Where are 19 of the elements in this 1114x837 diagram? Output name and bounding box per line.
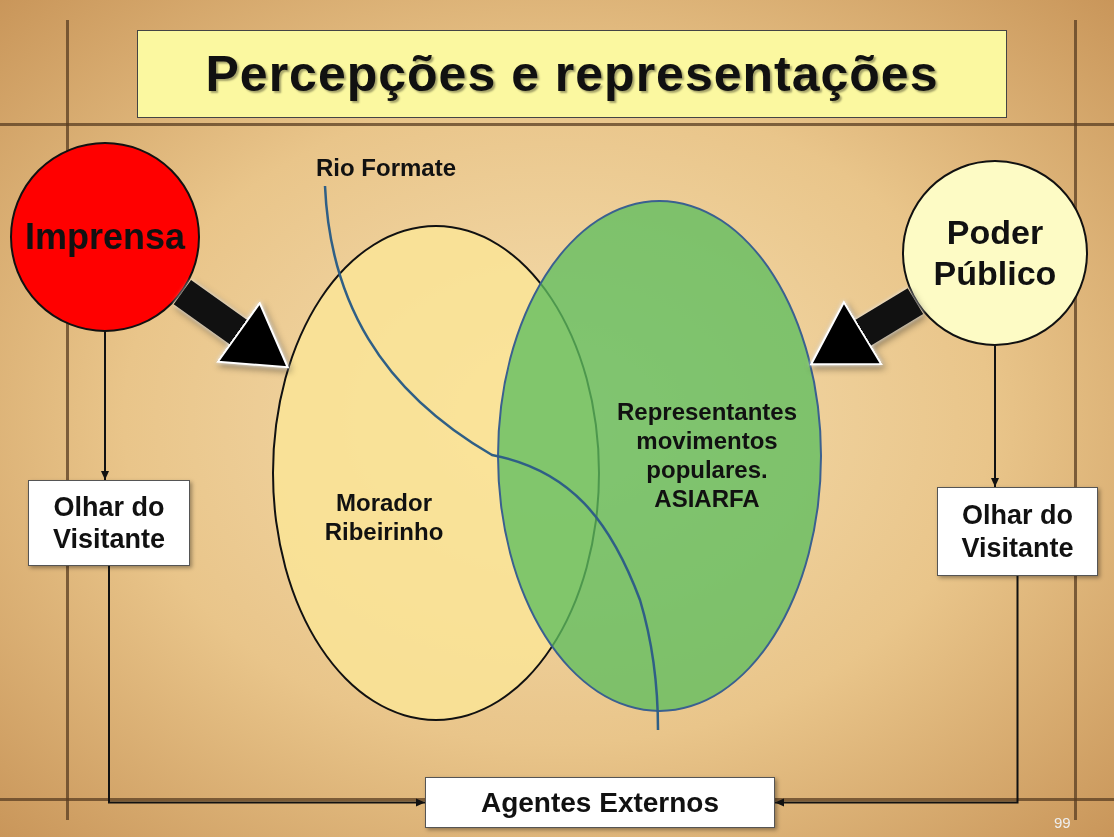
node-label: Morador Ribeirinho [323,489,445,547]
node-label: Agentes Externos [480,785,720,820]
block-arrow [810,288,924,366]
title-banner: Percepções e representações [137,30,1007,118]
label-box [425,777,775,828]
arrow [108,565,426,807]
arrow [101,331,109,481]
node-label: Representantes movimentos populares. ASIARFA [615,398,799,514]
node-label: Olhar do Visitante [960,499,1075,564]
page-number: 99 [1054,814,1071,831]
block-arrow [173,279,289,369]
node-label: Poder Público [932,212,1058,294]
label-box [28,480,190,566]
node-label: Olhar do Visitante [51,490,167,556]
arrow [991,345,999,488]
node-label: Imprensa [24,215,186,259]
arrow [774,575,1019,807]
river-label: Rio Formate [316,154,456,182]
label-box [937,487,1098,576]
